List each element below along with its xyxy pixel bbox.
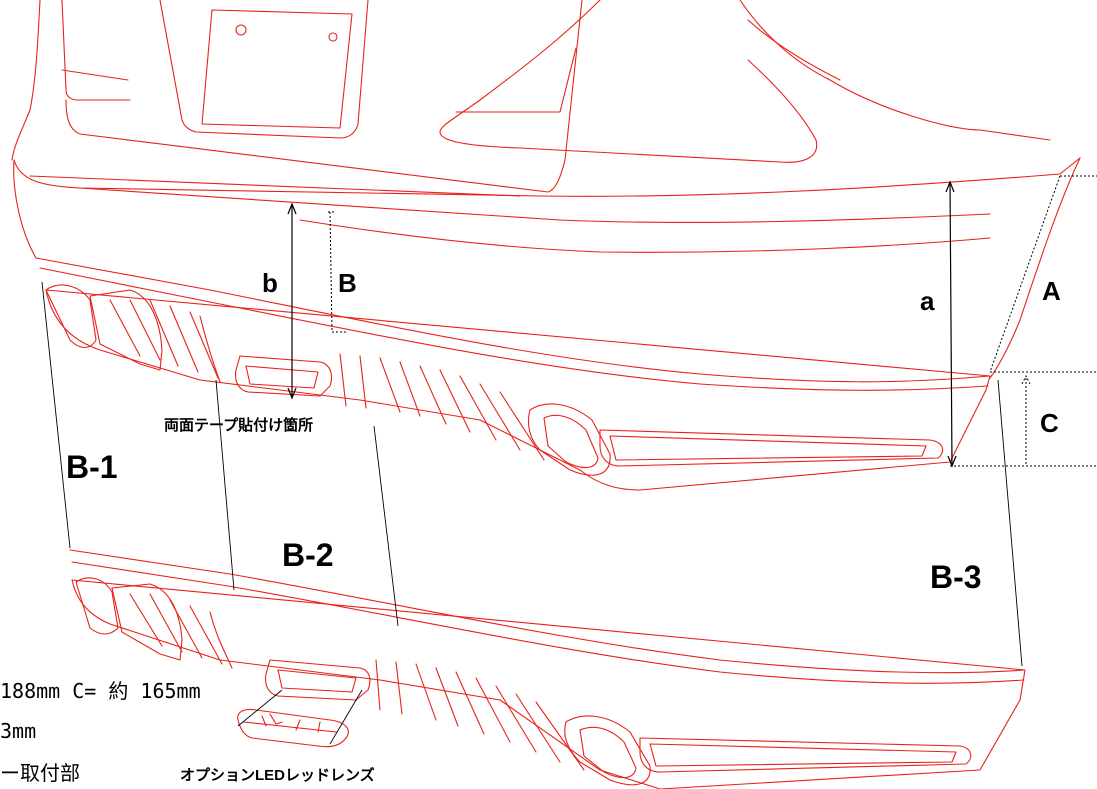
leader-lines bbox=[41, 281, 1023, 667]
label-C: C bbox=[1040, 408, 1059, 438]
dimension-A bbox=[989, 175, 1097, 373]
diffuser-installed bbox=[35, 257, 991, 491]
note-line-1: 188mm C= 約 165mm bbox=[0, 679, 201, 703]
label-b: b bbox=[262, 268, 278, 298]
led-lens bbox=[237, 689, 363, 748]
label-b3: B-3 bbox=[930, 559, 982, 595]
note-line-2: 3mm bbox=[0, 719, 36, 743]
dimension-C bbox=[950, 371, 1097, 467]
car-body bbox=[11, 0, 1081, 379]
label-b1: B-1 bbox=[66, 449, 118, 485]
label-B: B bbox=[338, 268, 357, 298]
dimension-a bbox=[945, 180, 957, 468]
dimension-b bbox=[287, 202, 297, 400]
note-line-3: ー取付部 bbox=[0, 761, 80, 785]
label-A: A bbox=[1042, 276, 1061, 306]
option-label: オプションLEDレッドレンズ bbox=[180, 766, 375, 784]
label-a: a bbox=[920, 286, 935, 316]
label-b2: B-2 bbox=[282, 537, 334, 573]
diffuser-part bbox=[69, 549, 1026, 789]
dimension-B bbox=[328, 211, 346, 333]
tape-label: 両面テープ貼付け箇所 bbox=[164, 416, 313, 434]
